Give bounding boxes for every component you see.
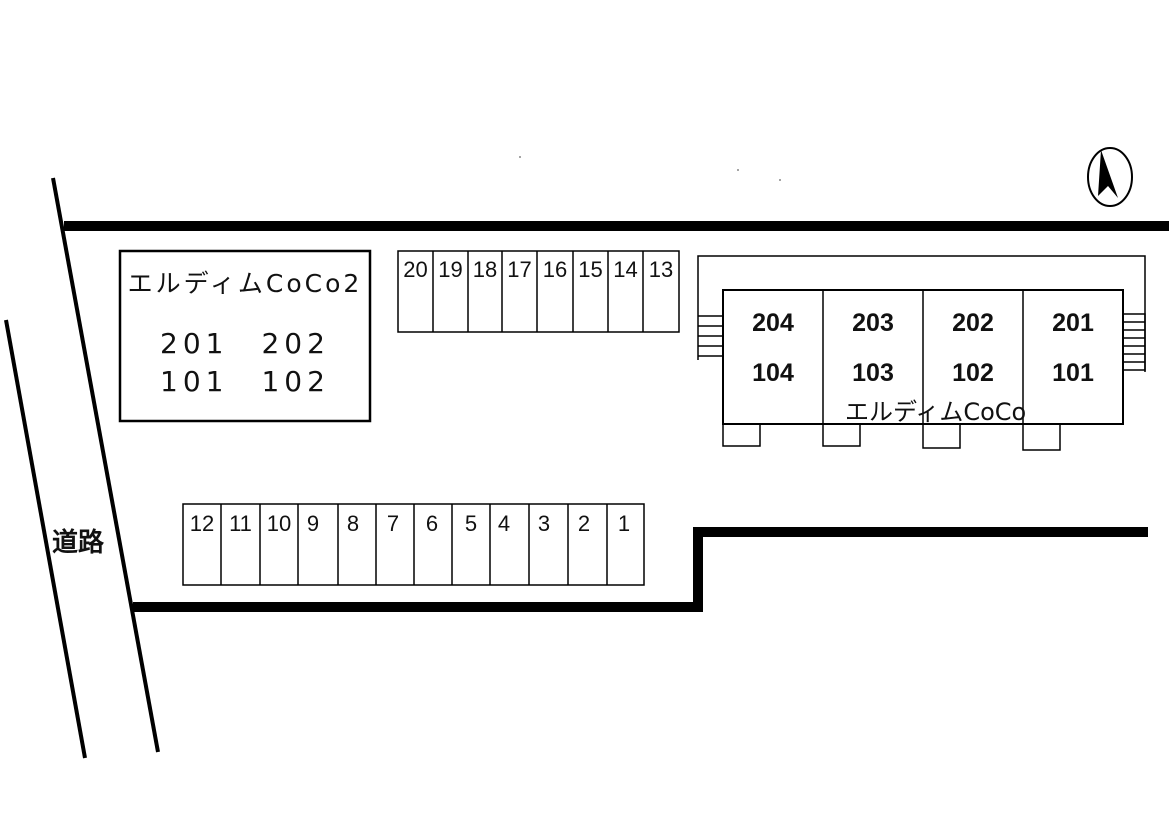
unit-102: 102 bbox=[952, 359, 994, 387]
parking-space-3: 3 bbox=[537, 511, 551, 536]
parking-space-12: 12 bbox=[189, 511, 215, 536]
unit-104: 104 bbox=[752, 359, 794, 387]
parking-space-2: 2 bbox=[577, 511, 591, 536]
parking-space-9: 9 bbox=[306, 511, 320, 536]
unit-101: 101 bbox=[1052, 359, 1094, 387]
parking-space-6: 6 bbox=[425, 511, 439, 536]
speck bbox=[779, 179, 781, 181]
parking-space-16: 16 bbox=[542, 257, 568, 282]
unit-203: 203 bbox=[852, 309, 894, 337]
parking-space-18: 18 bbox=[472, 257, 498, 282]
unit-103: 103 bbox=[852, 359, 894, 387]
building-1-name: エルディムCoCo bbox=[845, 398, 1027, 426]
road-edge-east bbox=[51, 177, 160, 753]
stairs-right-icon bbox=[1122, 313, 1146, 371]
parking-space-17: 17 bbox=[507, 257, 532, 282]
balcony-102 bbox=[922, 423, 961, 449]
unit-204: 204 bbox=[752, 309, 794, 337]
road-edge-west bbox=[4, 319, 87, 759]
building-1 bbox=[697, 255, 1146, 451]
parking-row-bottom bbox=[182, 503, 645, 586]
site-boundary-south bbox=[133, 527, 1148, 612]
speck bbox=[519, 156, 521, 158]
parking-space-7: 7 bbox=[386, 511, 400, 536]
balcony-101 bbox=[1022, 423, 1061, 451]
road-label: 道路 bbox=[52, 528, 105, 558]
building-2-units-lower: 101 102 bbox=[160, 365, 330, 398]
building-2-outline bbox=[118, 249, 372, 423]
parking-row-top bbox=[397, 250, 680, 333]
stairs-left-icon bbox=[698, 315, 723, 357]
parking-space-20: 20 bbox=[403, 257, 428, 282]
building-2-units-upper: 201 202 bbox=[160, 327, 330, 360]
unit-201: 201 bbox=[1052, 309, 1094, 337]
parking-space-15: 15 bbox=[578, 257, 603, 282]
balcony-104 bbox=[722, 423, 761, 447]
parking-space-10: 10 bbox=[266, 511, 292, 536]
north-arrow-icon bbox=[1087, 147, 1133, 207]
parking-space-4: 4 bbox=[497, 511, 511, 536]
parking-space-11: 11 bbox=[229, 511, 252, 536]
parking-space-14: 14 bbox=[613, 257, 638, 282]
parking-space-5: 5 bbox=[464, 511, 478, 536]
unit-202: 202 bbox=[952, 309, 994, 337]
speck bbox=[737, 169, 739, 171]
balcony-103 bbox=[822, 423, 861, 447]
parking-space-8: 8 bbox=[346, 511, 360, 536]
parking-space-13: 13 bbox=[648, 257, 674, 282]
building-2-name: エルディムCoCo2 bbox=[127, 269, 363, 298]
parking-space-1: 1 bbox=[617, 511, 631, 536]
parking-space-19: 19 bbox=[438, 257, 463, 282]
